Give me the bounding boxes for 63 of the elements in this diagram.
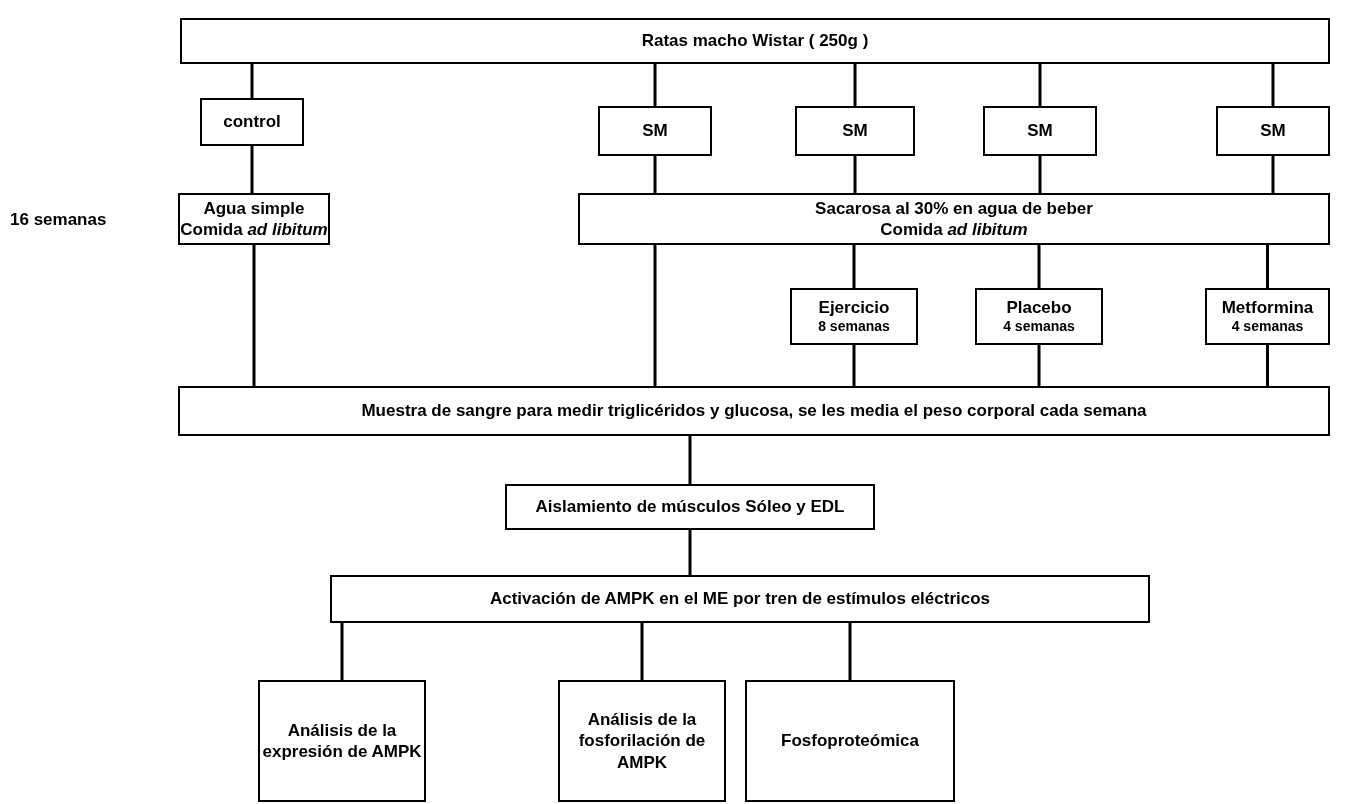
connector-line <box>252 245 256 386</box>
box-text: Análisis de la fosforilación de AMPK <box>577 709 707 773</box>
connector-line <box>250 146 254 193</box>
connector-line <box>250 64 254 98</box>
connector-line <box>848 623 852 680</box>
box-text: 4 semanas <box>1231 318 1304 336</box>
box-text: Sacarosa al 30% en agua de beber <box>815 197 1093 219</box>
process-box <box>795 106 915 156</box>
process-box <box>983 106 1097 156</box>
process-box <box>330 575 1150 623</box>
connector-line <box>688 436 692 484</box>
process-box <box>505 484 875 530</box>
process-box <box>178 386 1330 436</box>
box-text: 4 semanas <box>1003 318 1075 336</box>
box-text: Análisis de la expresión de AMPK <box>261 719 423 763</box>
box-text: SM <box>1260 120 1286 142</box>
connector-line <box>653 156 657 193</box>
process-box <box>1205 288 1330 345</box>
box-text: Muestra de sangre para medir triglicéridos y glucosa, se les media el peso corporal cada semana <box>361 400 1147 422</box>
process-box <box>745 680 955 802</box>
process-box <box>558 680 726 802</box>
connector-line <box>1038 64 1042 106</box>
connector-line <box>1037 245 1041 288</box>
process-box <box>178 193 330 245</box>
connector-line <box>340 623 344 680</box>
box-text: Comida ad libitum <box>880 219 1028 241</box>
process-box <box>790 288 918 345</box>
box-text: 8 semanas <box>818 318 890 336</box>
box-text: Metformina <box>1221 297 1314 319</box>
connector-line <box>852 345 856 386</box>
process-box <box>598 106 712 156</box>
connector-line <box>1266 245 1269 288</box>
process-box <box>1216 106 1330 156</box>
process-box <box>578 193 1330 245</box>
process-box <box>975 288 1103 345</box>
box-text: Placebo <box>1006 297 1072 319</box>
side-label: 16 semanas <box>10 210 107 230</box>
connector-line <box>1038 156 1042 193</box>
box-text: SM <box>642 120 668 142</box>
connector-line <box>1271 156 1275 193</box>
connector-line <box>688 530 692 575</box>
box-text: Fosfoproteómica <box>781 730 919 752</box>
box-text: SM <box>842 120 868 142</box>
box-text: Activación de AMPK en el ME por tren de estímulos eléctricos <box>489 588 991 610</box>
connector-line <box>653 245 657 386</box>
connector-line <box>1266 345 1269 386</box>
process-box <box>258 680 426 802</box>
box-text: control <box>223 111 281 133</box>
process-box <box>180 18 1330 64</box>
box-text: Comida ad libitum <box>180 219 328 241</box>
connector-line <box>853 156 857 193</box>
box-text: Agua simple <box>203 197 305 219</box>
connector-line <box>852 245 856 288</box>
box-text: Ratas macho Wistar ( 250g ) <box>641 30 869 52</box>
connector-line <box>640 623 644 680</box>
box-text: SM <box>1027 120 1053 142</box>
connector-line <box>653 64 657 106</box>
connector-line <box>853 64 857 106</box>
box-text: Ejercicio <box>818 297 890 319</box>
process-box <box>200 98 304 146</box>
box-text: Aislamiento de músculos Sóleo y EDL <box>535 496 845 518</box>
connector-line <box>1037 345 1041 386</box>
connector-line <box>1271 64 1275 106</box>
